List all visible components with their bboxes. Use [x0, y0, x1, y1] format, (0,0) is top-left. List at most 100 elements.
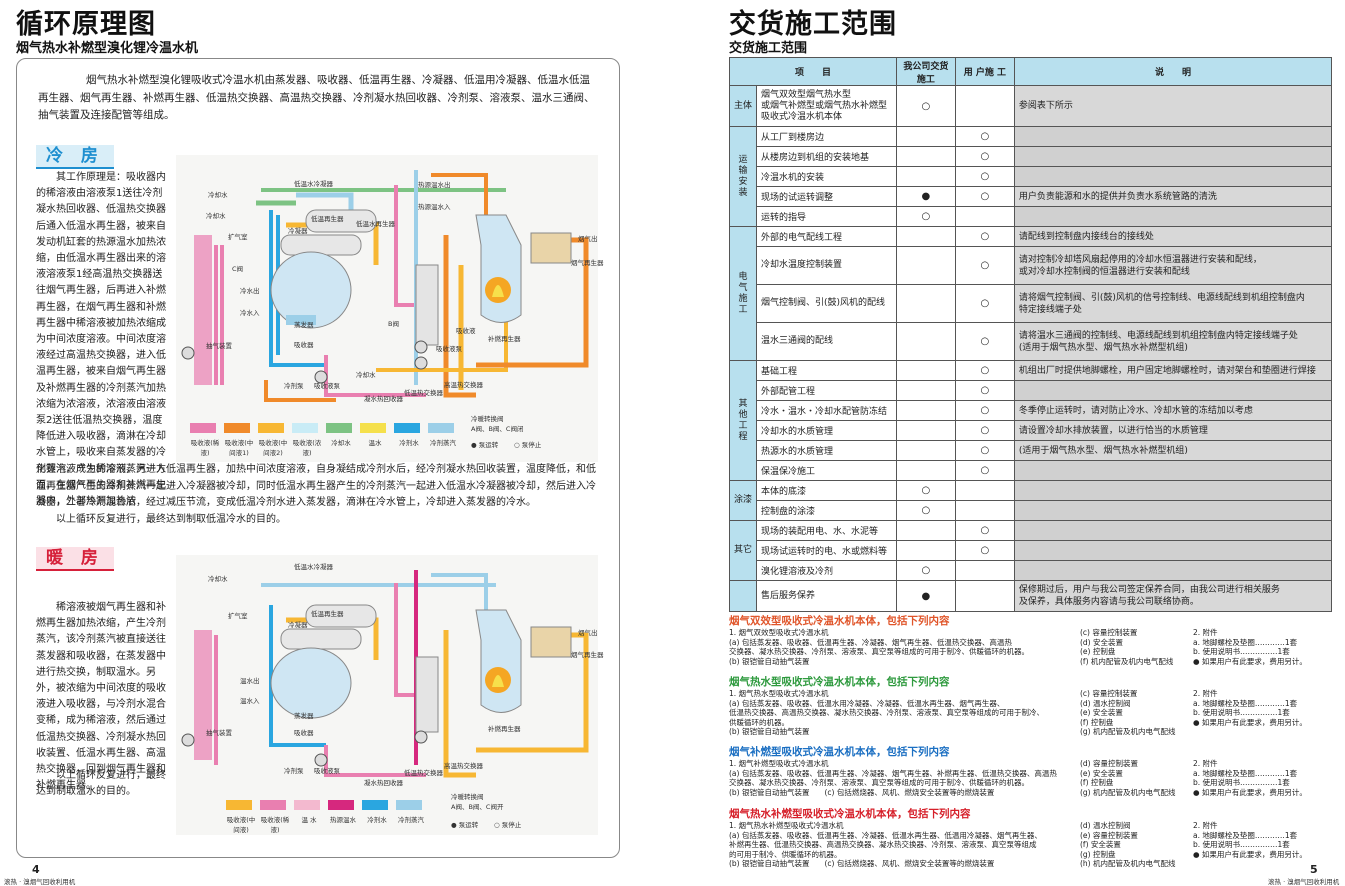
section-title: 烟气热水补燃型吸收式冷温水机本体，包括下列内容: [729, 808, 971, 820]
table-row: 现场试运转时的电、水或燃料等○: [730, 540, 1333, 561]
user-mark: ○: [954, 322, 1015, 361]
user-mark: ○: [954, 400, 1015, 421]
legend-swatch: [292, 423, 318, 433]
note-cell: 请设置冷却水排放装置，以进行恰当的水质管理: [1013, 420, 1333, 441]
table-row: 外部配管工程○: [730, 380, 1333, 401]
table-row: 售后服务保养●保修期过后，用户与我公司签定保养合同，由我公司进行相关服务 及保养…: [729, 580, 1333, 612]
diagram-label: 低温水冷凝器: [294, 180, 333, 188]
item-cell: 本体的底漆: [756, 480, 897, 501]
legend-label: 冷剂蒸汽: [430, 439, 456, 447]
item-cell: 冷温水机的安装: [756, 166, 897, 187]
cooling-badge: 冷 房: [36, 145, 114, 169]
legend-label: 吸收液(中间液2): [258, 439, 288, 457]
ours-mark: [895, 520, 956, 541]
ours-mark: [895, 146, 956, 167]
legend-label: 吸收液(中间液1): [224, 439, 254, 457]
note-cell: 请对控制冷却塔风扇起停用的冷却水恒温器进行安装和配线， 或对冷却水控制阀的恒温器…: [1013, 246, 1333, 285]
table-row: 冷却水的水质管理○请设置冷却水排放装置，以进行恰当的水质管理: [730, 420, 1333, 441]
table-row: 其他工程基础工程○机组出厂时提供地脚螺栓，用户固定地脚螺栓时，请对架台和垫圈进行…: [729, 360, 1333, 481]
diagram-label: 低温再生器: [311, 215, 344, 223]
cooling-diagram-svg: [181, 170, 589, 402]
pump-stop-label: ○ 泵停止: [514, 441, 542, 449]
table-row: 电气施工外部的电气配线工程○请配线到控制盘内接线台的接线处: [729, 226, 1333, 361]
item-cell: 冷水・温水・冷却水配管防冻结: [756, 400, 897, 421]
user-mark: ○: [954, 284, 1015, 323]
diagram-label: 烟气出: [578, 235, 598, 243]
user-mark: ○: [954, 360, 1015, 381]
right-footer: 滚热 · 溴烟气回收利用机: [1268, 878, 1340, 886]
pump-stop-label: ○ 泵停止: [494, 821, 522, 829]
note-cell: [1013, 460, 1333, 481]
table-row: 冷却水温度控制装置○请对控制冷却塔风扇起停用的冷却水恒温器进行安装和配线， 或对…: [730, 246, 1333, 285]
ours-mark: [895, 400, 956, 421]
ours-mark: [895, 322, 956, 361]
diagram-label: 冷凝器: [288, 621, 308, 629]
legend-swatch: [326, 423, 352, 433]
intro-paragraph: 烟气热水补燃型溴化锂吸收式冷温水机由蒸发器、吸收器、低温再生器、冷凝器、低温用冷…: [38, 74, 595, 121]
item-cell: 现场的试运转调整: [756, 186, 897, 207]
ours-mark: ○: [895, 206, 956, 227]
legend-swatch: [294, 800, 320, 810]
section-title: 烟气热水型吸收式冷温水机本体，包括下列内容: [729, 676, 950, 688]
right-page-number: 5: [1310, 863, 1318, 876]
user-mark: [954, 206, 1015, 227]
section-col1: 1. 烟气双效型吸收式冷温水机 (a) 包括蒸发器、吸收器、低温再生器、冷凝器、…: [729, 628, 1029, 666]
legend-label: 吸收液(中间液): [226, 816, 256, 834]
diagram-label: 冷水入: [240, 309, 260, 317]
section-col2: (c) 容量控制装置 (d) 安全装置 (e) 控制盘 (f) 机内配管及机内电…: [1080, 628, 1174, 666]
user-mark: ○: [954, 126, 1015, 147]
diagram-label: 低温热交换器: [404, 389, 443, 397]
diagram-label: 热源温水出: [418, 181, 451, 189]
category-label: 运输安装: [738, 154, 748, 198]
legend-label: 热源温水: [330, 816, 356, 824]
table-row: 涂漆本体的底漆○: [729, 480, 1333, 521]
diagram-label: 抽气装置: [206, 729, 232, 737]
legend-swatch: [360, 423, 386, 433]
diagram-label: 冷却水: [208, 191, 228, 199]
item-cell: 溴化锂溶液及冷剂: [756, 560, 897, 581]
diagram-label: 吸收液: [456, 327, 476, 335]
note-cell: [1013, 520, 1333, 541]
ours-mark: [895, 440, 956, 461]
pump-run-text: 泵运转: [458, 821, 479, 829]
note-cell: 用户负责能源和水的提供并负责水系统管路的清洗: [1013, 186, 1333, 207]
category-label: 其它: [733, 545, 752, 555]
legend-label: 吸收液(浓液): [292, 439, 322, 457]
user-mark: ○: [954, 146, 1015, 167]
diagram-label: 温水出: [240, 677, 260, 685]
note-cell: [1013, 126, 1333, 147]
legend-swatch: [258, 423, 284, 433]
valve-legend-title: 冷暖转换阀: [451, 793, 484, 801]
legend-label: 吸收液(稀液): [260, 816, 290, 834]
user-mark: ○: [954, 246, 1015, 285]
note-cell: 冬季停止运转时，请对防止冷水、冷却水管的冻结加以考虑: [1013, 400, 1333, 421]
category-cell: [729, 580, 757, 612]
table-row: 控制盘的涂漆○: [730, 500, 1333, 521]
item-cell: 烟气双效型烟气热水型 或烟气补燃型或烟气热水补燃型 吸收式冷温水机本体: [756, 85, 897, 127]
category-cell: 电气施工: [729, 226, 757, 361]
note-cell: [1013, 146, 1333, 167]
ours-mark: [895, 540, 956, 561]
diagram-label: 烟气再生器: [571, 651, 604, 659]
pump-run-text: 泵运转: [478, 441, 499, 449]
heating-end-text: 以上循环反复进行，最终达到制取温水的目的。: [36, 770, 166, 798]
heating-diagram-svg: [181, 570, 589, 778]
diagram-label: 冷却水: [208, 575, 228, 583]
diagram-label: 蒸发器: [294, 712, 314, 720]
note-cell: 参阅表下所示: [1013, 85, 1333, 127]
table-row: 从楼房边到机组的安装地基○: [730, 146, 1333, 167]
valve-legend-text: A阀、B阀、C阀开: [451, 803, 504, 811]
note-cell: [1013, 166, 1333, 187]
heating-side-text: 稀溶液被烟气再生器和补燃再生器加热浓缩，产生冷剂蒸汽，该冷剂蒸汽被直接送往蒸发器…: [36, 602, 166, 792]
note-cell: [1013, 206, 1333, 227]
table-header-row: 项 目 我公司交货施工 用 户施 工 说 明: [729, 57, 1333, 86]
user-mark: [954, 580, 1015, 612]
diagram-label: 吸收液泵: [314, 767, 340, 775]
note-cell: 请配线到控制盘内接线台的接线处: [1013, 226, 1333, 247]
valve-legend-text: A阀、B阀、C阀闭: [471, 425, 524, 433]
item-cell: 控制盘的涂漆: [756, 500, 897, 521]
ours-mark: [895, 166, 956, 187]
legend-label: 冷剂水: [367, 816, 387, 824]
diagram-label: 凝水热回收器: [364, 779, 403, 787]
diagram-label: 吸收器: [294, 729, 314, 737]
